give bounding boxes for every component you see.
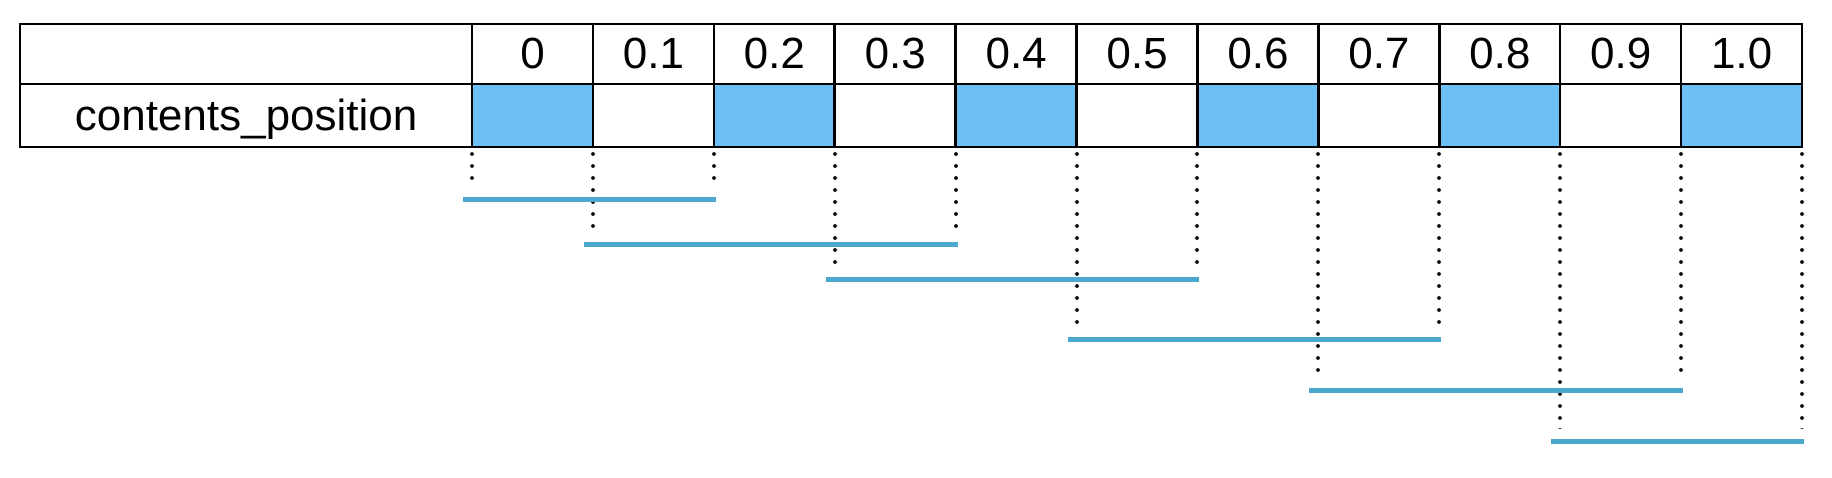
drop-dotted-line	[1558, 148, 1563, 429]
filled-cell	[713, 84, 835, 147]
column-header: 1.0	[1710, 29, 1773, 78]
table-border	[1558, 22, 1562, 149]
content-range-line	[583, 242, 958, 247]
drop-dotted-line	[1437, 148, 1442, 327]
column-header: 0.3	[864, 29, 926, 78]
content-range-line	[463, 197, 716, 202]
column-header: 0.8	[1469, 29, 1531, 78]
table-border	[712, 22, 716, 149]
table-border	[470, 22, 474, 149]
drop-dotted-line	[1800, 148, 1804, 429]
table-border	[18, 82, 1804, 86]
drop-dotted-line	[1679, 148, 1684, 378]
column-header: 0.9	[1590, 29, 1652, 78]
column-header: 0.7	[1348, 29, 1410, 78]
filled-cell	[1439, 84, 1561, 147]
table-border	[591, 22, 595, 149]
filled-cell	[472, 84, 593, 147]
column-header: 0	[520, 29, 545, 78]
filled-cell	[955, 84, 1077, 147]
content-range-line	[1551, 439, 1804, 444]
table-border	[1800, 22, 1804, 149]
column-header: 0.6	[1227, 29, 1289, 78]
table-border	[18, 145, 1804, 149]
table-border	[1438, 22, 1441, 149]
drop-dotted-line	[711, 148, 716, 187]
row-label: contents_position	[74, 90, 418, 140]
column-header: 0.5	[1106, 29, 1168, 78]
filled-cell	[1197, 84, 1319, 147]
drop-dotted-line	[953, 148, 958, 232]
table-border	[18, 22, 22, 149]
column-header: 0.4	[985, 29, 1047, 78]
table-border	[1075, 22, 1078, 149]
drop-dotted-line	[470, 148, 474, 187]
content-range-line	[1067, 337, 1442, 342]
table-border	[954, 22, 957, 149]
content-range-line	[1309, 388, 1684, 393]
content-range-line	[825, 277, 1200, 282]
drop-dotted-line	[1074, 148, 1079, 327]
column-header: 0.1	[622, 29, 684, 78]
table-border	[833, 22, 836, 149]
table-border	[1679, 22, 1683, 149]
drop-dotted-line	[832, 148, 837, 267]
drop-dotted-line	[1316, 148, 1321, 378]
column-header: 0.2	[743, 29, 805, 78]
table-border	[18, 22, 1804, 26]
table-border	[1196, 22, 1199, 149]
drop-dotted-line	[1195, 148, 1200, 267]
filled-cell	[1681, 84, 1802, 147]
table-border	[1317, 22, 1320, 149]
drop-dotted-line	[590, 148, 595, 232]
